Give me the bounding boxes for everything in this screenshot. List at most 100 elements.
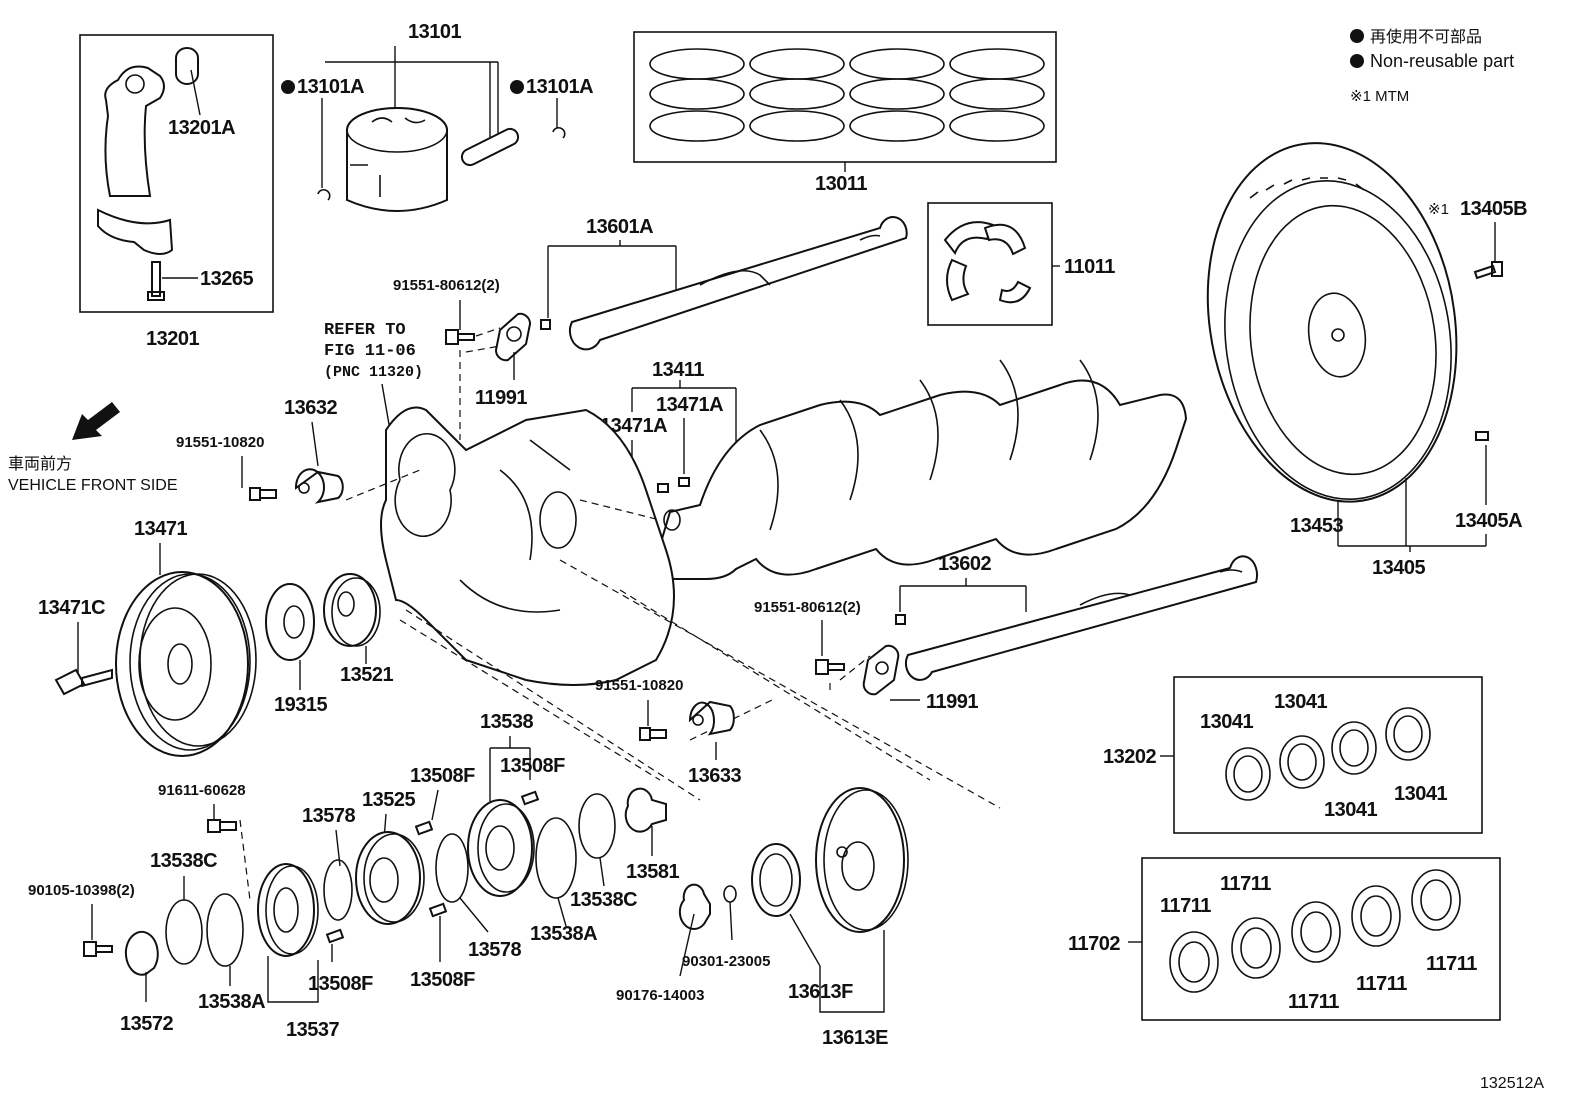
ring-set-2 (749, 48, 845, 142)
label-90176-14003: 90176-14003 (616, 987, 704, 1004)
snap-ring-part (435, 833, 469, 903)
front-arrow-icon (72, 402, 120, 440)
legend-non-reusable-en: Non-reusable part (1370, 51, 1514, 71)
snap-ring-part (206, 893, 244, 967)
label-13471C: 13471C (38, 597, 105, 619)
thrust-washer-group: 11011 (927, 202, 1116, 326)
cam-gear-part (355, 831, 421, 925)
legend-non-reusable-jp: 再使用不可部品 (1370, 28, 1482, 46)
label-13041-b: 13041 (1274, 691, 1327, 713)
balance-shaft-lower-part (904, 555, 1259, 681)
label-13101A-left: 13101A (297, 76, 364, 98)
ring-set-1 (649, 48, 745, 142)
label-13201A: 13201A (168, 117, 235, 139)
refer-line-1: REFER TO (324, 321, 406, 340)
label-13613F: 13613F (788, 981, 853, 1003)
bolt-part (445, 329, 475, 345)
label-13101A-right: 13101A (526, 76, 593, 98)
piston-part (346, 107, 448, 212)
crank-key-part (657, 483, 669, 493)
label-13101: 13101 (408, 21, 461, 43)
timing-case-part (380, 406, 675, 686)
retainer-plate-upper-part (494, 312, 532, 362)
rod-bolt-part (147, 261, 165, 301)
label-13041-a: 13041 (1200, 711, 1253, 733)
ring-set-3 (849, 48, 945, 142)
bolt-part (207, 819, 237, 833)
label-13471A-lower: 13471A (600, 415, 667, 437)
flywheel-hub-part (1307, 292, 1367, 378)
flywheel-part (1206, 142, 1458, 503)
idler-gear-upper-part (294, 468, 344, 504)
label-13471A-upper: 13471A (656, 394, 723, 416)
label-13508F-a: 13508F (410, 765, 475, 787)
label-13632: 13632 (284, 397, 337, 419)
plug-part (678, 883, 711, 930)
snap-ring-part (165, 899, 203, 965)
diagram-id: 132512A (1480, 1075, 1544, 1092)
piston-pin-part (460, 127, 520, 167)
gasket-part (723, 885, 737, 903)
lock-plate-part (124, 930, 159, 976)
pin-clip-left-part (317, 188, 331, 201)
piston-ring-group: 13011 (633, 31, 1057, 195)
shaft-dowel-part (895, 614, 906, 625)
rod-cap-part (97, 208, 174, 255)
connecting-rod-group: 13201A 13265 13201 (79, 34, 274, 350)
snap-ring-part (535, 817, 577, 899)
oil-jet-part (624, 787, 667, 833)
label-13041-d: 13041 (1394, 783, 1447, 805)
thrust-washer-part (983, 223, 1032, 304)
key-part (414, 820, 434, 836)
label-11711-b: 11711 (1220, 873, 1271, 895)
key-part (520, 790, 540, 806)
label-91551-10820-lower: 91551-10820 (595, 677, 683, 694)
pulley-bolt-part (54, 668, 113, 696)
label-11711-e: 11711 (1426, 953, 1477, 975)
bearing-retainer-upper-group: 91551-80612(2) 11991 (393, 277, 532, 440)
thrust-washer-part (943, 221, 995, 302)
label-11711-a: 11711 (1160, 895, 1211, 917)
bolt-part (83, 941, 113, 957)
balance-gear-part (815, 787, 905, 933)
legend: 再使用不可部品 Non-reusable part ※1 MTM (1350, 28, 1514, 105)
label-13537: 13537 (286, 1019, 339, 1041)
label-13613E: 13613E (822, 1027, 888, 1049)
label-13578-b: 13578 (468, 939, 521, 961)
label-90105-10398: 90105-10398(2) (28, 882, 135, 899)
bolt-part (249, 487, 277, 501)
label-11702: 11702 (1068, 933, 1120, 955)
label-91611-60628: 91611-60628 (158, 782, 246, 799)
main-bearing-group: 11702 11711 11711 11711 11711 11711 (1068, 857, 1501, 1021)
label-13538A-b: 13538A (530, 923, 597, 945)
bolt-part (639, 727, 667, 741)
label-13601A: 13601A (586, 216, 653, 238)
label-13508F-d: 13508F (410, 969, 475, 991)
label-11711-d: 11711 (1356, 973, 1407, 995)
non-reusable-marker (1350, 54, 1364, 68)
bolt-part (815, 659, 845, 675)
flywheel-bolt-part (1473, 261, 1503, 280)
label-13405B: 13405B (1460, 198, 1527, 220)
pin-clip-right-part (552, 126, 566, 139)
label-91551-10820-upper: 91551-10820 (176, 434, 264, 451)
label-13041-c: 13041 (1324, 799, 1377, 821)
label-90301-23005: 90301-23005 (682, 953, 770, 970)
idler-gear-upper-group: 13632 91551-10820 (176, 397, 344, 504)
key-part (428, 902, 448, 918)
timing-plate-part (265, 583, 315, 661)
guide-lines (239, 469, 1001, 901)
flywheel-dowel-part (1475, 431, 1489, 441)
cam-gear-group: 13538 13508F 13508F 13538A 13538C 13581 … (28, 711, 680, 1041)
rod-bearing-part (1225, 707, 1431, 801)
rod-bearing-group: 13202 13041 13041 13041 13041 (1103, 676, 1483, 834)
cam-gear-plate-part (467, 799, 533, 897)
label-13265: 13265 (200, 268, 253, 290)
main-bearing-part (1169, 869, 1461, 993)
balance-gear-group: 13613F 13613E (751, 787, 909, 1049)
plug-group: 90301-23005 90176-14003 (616, 883, 770, 1004)
timing-case-group (380, 406, 675, 686)
crank-pulley-part (115, 571, 249, 757)
snap-ring-part (578, 793, 616, 859)
